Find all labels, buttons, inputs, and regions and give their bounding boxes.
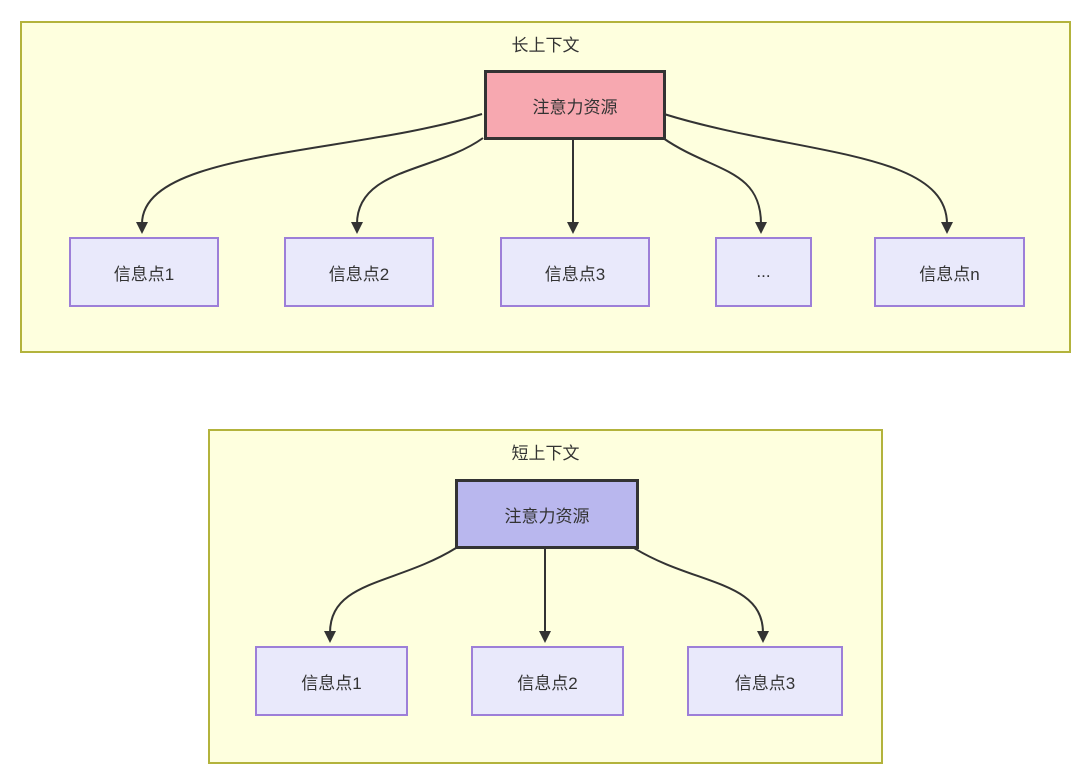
info-point-n-long: 信息点n	[874, 237, 1025, 307]
short-context-title: 短上下文	[511, 444, 580, 463]
info-point-2-short: 信息点2	[471, 646, 624, 716]
short-context-panel: 短上下文 注意力资源 信息点1 信息点2 信息点3	[208, 429, 883, 764]
attention-resource-box-long: 注意力资源	[484, 70, 666, 140]
attention-resource-box-short: 注意力资源	[455, 479, 639, 549]
info-point-1-long: 信息点1	[69, 237, 219, 307]
info-point-3-long: 信息点3	[500, 237, 650, 307]
long-context-title: 长上下文	[511, 36, 580, 55]
info-point-1-short: 信息点1	[255, 646, 408, 716]
info-point-ellipsis-long: ...	[715, 237, 812, 307]
long-context-panel: 长上下文 注意力资源 信息点1 信息点2 信息点3 ... 信息点n	[20, 21, 1071, 353]
info-point-3-short: 信息点3	[687, 646, 843, 716]
info-point-2-long: 信息点2	[284, 237, 434, 307]
